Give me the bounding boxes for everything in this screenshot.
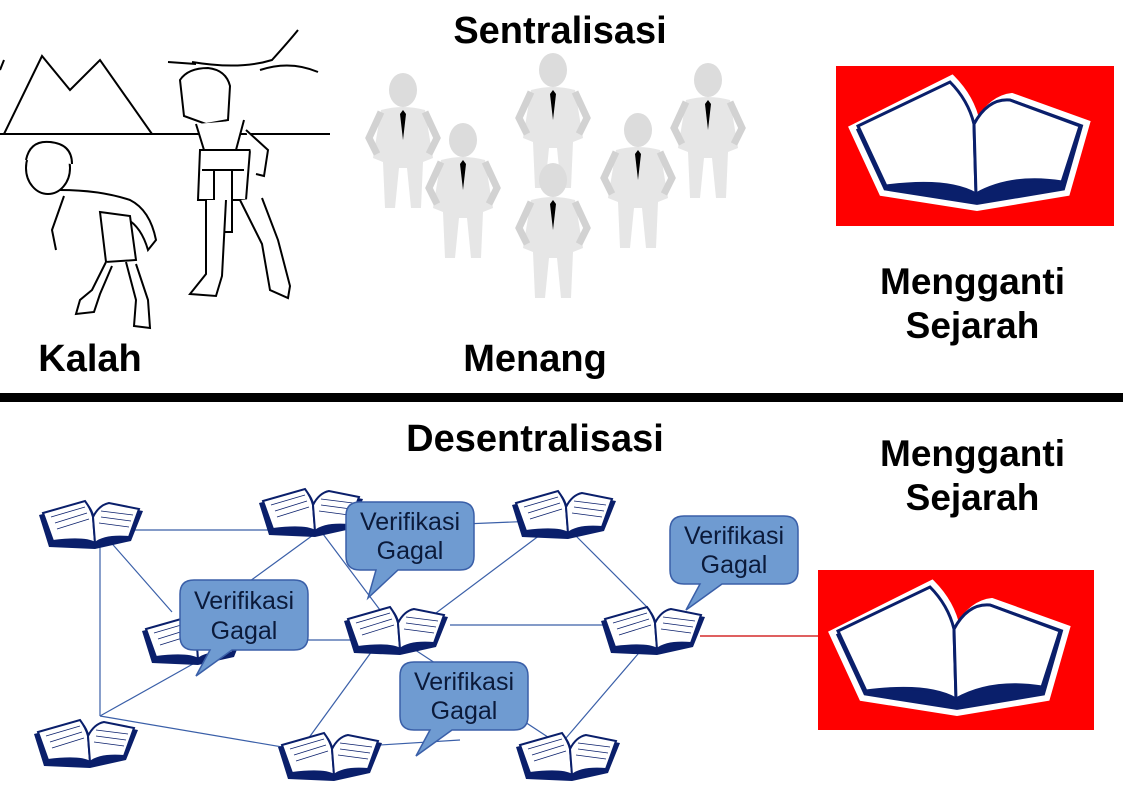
slave-figure-icon xyxy=(25,140,158,330)
section-title-decentralized: Desentralisasi xyxy=(406,418,664,460)
caption-line-1: Mengganti xyxy=(880,433,1065,474)
open-book-icon xyxy=(600,606,706,656)
open-book-icon xyxy=(511,490,617,540)
section-divider xyxy=(0,393,1123,402)
speech-bubble: Verifikasi Gagal xyxy=(669,515,799,611)
caption-line-1: Mengganti xyxy=(880,261,1065,302)
bubble-line-2: Gagal xyxy=(377,537,444,565)
tampered-ledger-book xyxy=(818,570,1094,730)
caption-lose: Kalah xyxy=(38,338,142,380)
open-book-icon xyxy=(277,732,383,782)
speech-bubble: Verifikasi Gagal xyxy=(179,579,309,677)
bubble-line-1: Verifikasi xyxy=(414,668,514,696)
businessmen-group-icon xyxy=(369,53,742,298)
section-title-centralized: Sentralisasi xyxy=(453,10,667,52)
overseer-with-whip-icon xyxy=(167,29,319,300)
open-book-icon xyxy=(515,732,621,782)
bubble-line-2: Gagal xyxy=(211,617,278,645)
caption-line-2: Sejarah xyxy=(905,305,1040,346)
bubble-line-2: Gagal xyxy=(701,551,768,579)
caption-line-2: Sejarah xyxy=(905,477,1040,518)
open-book-icon xyxy=(38,500,144,550)
open-book-icon xyxy=(343,606,449,656)
caption-win: Menang xyxy=(463,338,607,380)
speech-bubble: Verifikasi Gagal xyxy=(399,661,529,757)
pyramids-icon xyxy=(0,54,330,135)
speech-bubble: Verifikasi Gagal xyxy=(345,501,475,601)
central-ledger-book xyxy=(836,66,1114,226)
caption-change-history-top: Mengganti Sejarah xyxy=(850,260,1095,348)
bubble-line-1: Verifikasi xyxy=(684,522,784,550)
bubble-line-1: Verifikasi xyxy=(360,508,460,536)
bubble-line-2: Gagal xyxy=(431,697,498,725)
bubble-line-1: Verifikasi xyxy=(194,587,294,615)
open-book-icon xyxy=(33,719,139,769)
caption-change-history-bottom: Mengganti Sejarah xyxy=(850,432,1095,520)
